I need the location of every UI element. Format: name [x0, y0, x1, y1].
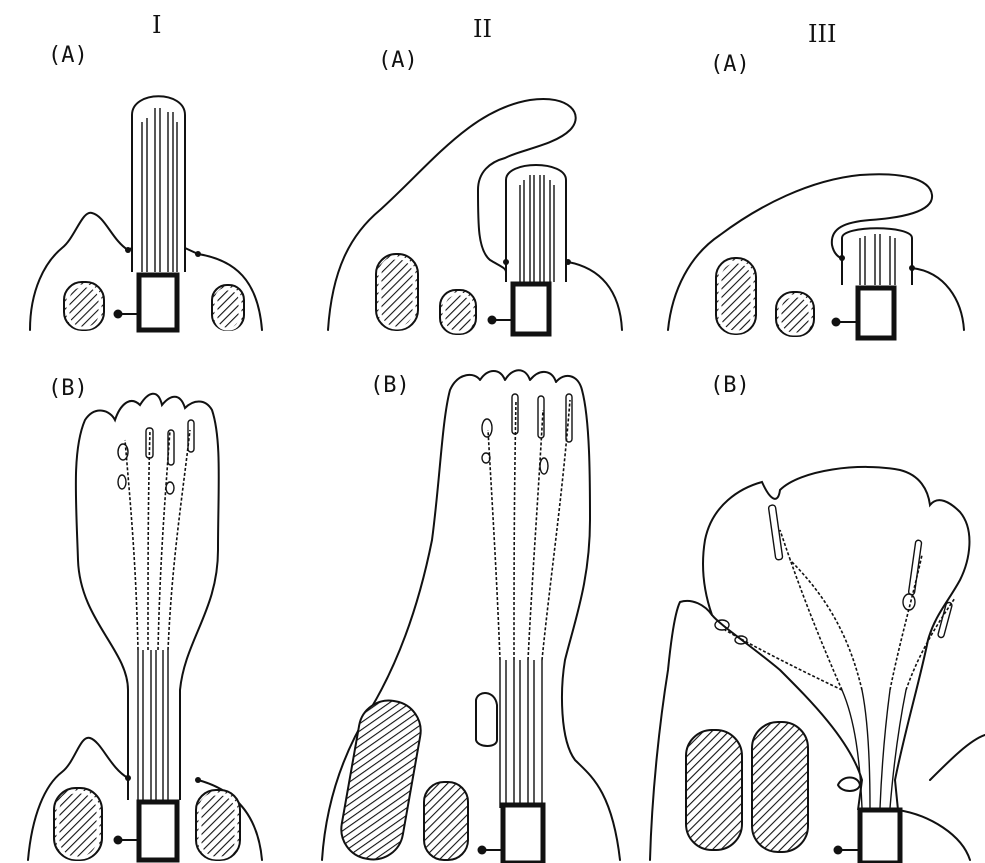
panel-II-A: [328, 99, 622, 334]
axoneme-microtubules: [482, 394, 572, 808]
cilium-shaft: [506, 165, 566, 282]
mitochondrion: [337, 696, 426, 863]
panel-label-I-A: (A): [48, 43, 88, 68]
basal-body: [139, 275, 177, 330]
mitochondrion: [424, 782, 468, 860]
column-numeral-III: III: [808, 20, 836, 48]
panel-III-A: [668, 174, 964, 338]
column-numeral-I: I: [152, 11, 161, 39]
vesicle: [476, 693, 497, 746]
panel-label-I-B: (B): [48, 376, 88, 401]
basal-body: [858, 288, 894, 338]
panel-I-A: [30, 96, 262, 330]
panel-label-II-B: (B): [370, 373, 410, 398]
column-numeral-II: II: [473, 15, 492, 43]
panel-label-III-A: (A): [710, 52, 750, 77]
cilium-shaft: [842, 228, 912, 285]
mitochondrion: [686, 730, 742, 850]
mitochondrion: [752, 722, 808, 852]
basal-body: [860, 810, 900, 863]
basal-body: [513, 284, 549, 334]
panel-label-II-A: (A): [378, 48, 418, 73]
basal-body: [139, 802, 177, 860]
basal-body: [503, 805, 543, 863]
panel-label-III-B: (B): [710, 373, 750, 398]
panel-I-B: [28, 394, 262, 860]
panel-III-B: [650, 467, 985, 863]
panel-II-B: [322, 370, 620, 863]
vesicle: [838, 778, 860, 792]
